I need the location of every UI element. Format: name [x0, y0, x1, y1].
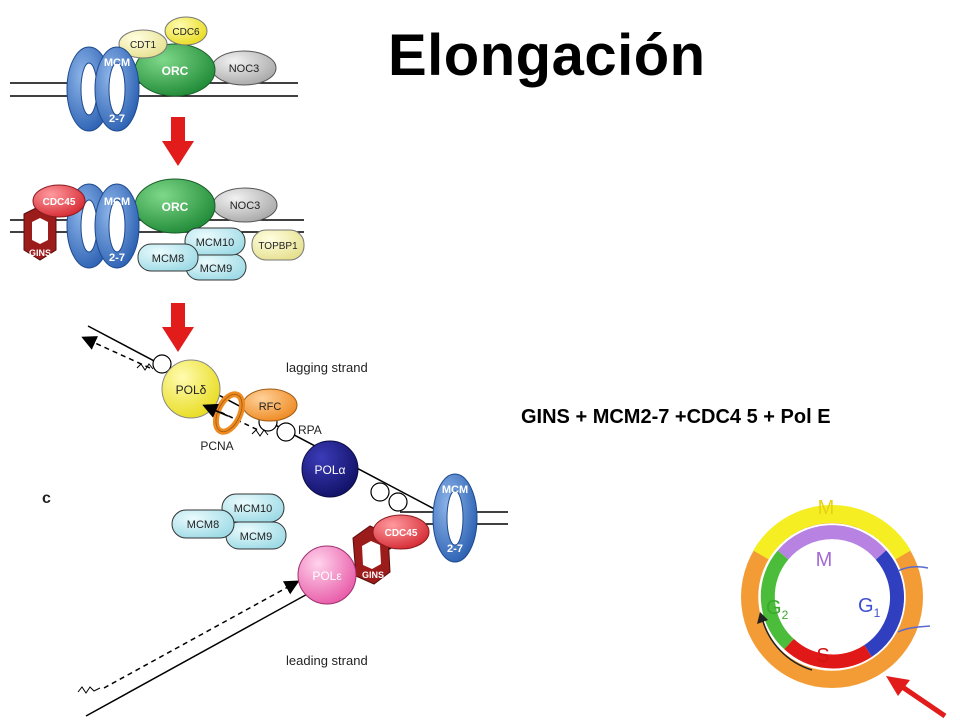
cdc45-label-b: CDC45: [43, 197, 76, 208]
gins-label-c: GINS: [362, 570, 384, 580]
cell-cycle-diagram: M M G2 G1 S: [741, 497, 947, 719]
rpa-circle: [370, 482, 390, 502]
red-pointer-arrow: [886, 676, 947, 719]
mcm8-protein-b: MCM8: [137, 243, 199, 272]
panel-b: NOC3 ORC TOPBP1 MCM9 MCM10 MCM8 MCM: [10, 178, 305, 281]
cdt1-label: CDT1: [130, 40, 157, 51]
red-arrow-1: [162, 117, 194, 166]
caption-text: GINS + MCM2-7 +CDC4 5 + Pol E: [521, 406, 831, 428]
orc-protein-b: ORC: [134, 178, 216, 234]
mcm9-protein-c: MCM9: [225, 521, 287, 550]
pol-epsilon: POLε: [297, 545, 357, 605]
cdt1-protein: CDT1: [118, 29, 168, 59]
pcna-ring: PCNA: [200, 391, 246, 453]
lagging-new-strand: [81, 336, 151, 369]
cdc45-label-c: CDC45: [385, 528, 418, 539]
orc-label: ORC: [162, 64, 189, 78]
mcm10-protein-b: MCM10: [184, 227, 246, 256]
orc-protein: ORC: [134, 43, 216, 97]
page-title: Elongación: [388, 23, 706, 88]
mcm10-label-c: MCM10: [234, 503, 273, 515]
noc3-protein: NOC3: [211, 50, 277, 86]
rpa-circle: [388, 492, 408, 512]
cycle-g1-label: G1: [858, 595, 881, 620]
mcm9-label-c: MCM9: [240, 531, 272, 543]
rpa-circle: [276, 422, 296, 442]
leading-strand-label: leading strand: [286, 653, 368, 668]
leading-primer-zigzag: [77, 686, 101, 694]
mcm-number-label-b: 2-7: [109, 252, 125, 264]
cycle-m-outer-label: M: [818, 497, 835, 519]
mcm8-protein-c: MCM8: [171, 509, 235, 539]
mcm10-label-b: MCM10: [196, 237, 235, 249]
gins-label-b: GINS: [29, 248, 51, 258]
rpa-label: RPA: [298, 423, 322, 437]
mcm-label-c: MCM: [442, 484, 468, 496]
cycle-m-inner-label: M: [816, 549, 833, 571]
cdc6-protein: CDC6: [164, 16, 208, 46]
rpa-circle: [152, 354, 172, 374]
panel-a: NOC3 ORC CDT1 CDC6 MCM 2-7: [10, 16, 298, 132]
panel-letter: c: [42, 490, 51, 507]
mcm-label-b: MCM: [104, 196, 130, 208]
lagging-strand-label: lagging strand: [286, 360, 368, 375]
topbp1-protein: TOPBP1: [251, 229, 305, 261]
mcm-number-label: 2-7: [109, 113, 125, 125]
noc3-label-b: NOC3: [230, 200, 261, 212]
red-arrow-2: [162, 303, 194, 352]
cdc6-label: CDC6: [172, 27, 200, 38]
mcm10-protein-c: MCM10: [221, 493, 285, 523]
mcm-number-label-c: 2-7: [447, 543, 463, 555]
pol-delta: POLδ: [161, 359, 221, 419]
topbp1-label: TOPBP1: [258, 241, 298, 252]
noc3-protein-b: NOC3: [212, 187, 278, 223]
pol-alpha-label: POLα: [315, 463, 346, 477]
mcm8-label-c: MCM8: [187, 519, 219, 531]
rfc-label: RFC: [259, 401, 282, 413]
cdc45-protein-b: CDC45: [32, 184, 86, 218]
orc-label-b: ORC: [162, 200, 189, 214]
mcm-label: MCM: [104, 57, 130, 69]
cycle-s-label: S: [816, 645, 829, 667]
pol-epsilon-label: POLε: [312, 569, 342, 583]
noc3-label: NOC3: [229, 63, 260, 75]
mcm9-label-b: MCM9: [200, 263, 232, 275]
mcm9-protein-b: MCM9: [185, 253, 247, 281]
cdc45-protein-c: CDC45: [372, 514, 430, 550]
mcm8-label-b: MCM8: [152, 253, 184, 265]
pol-alpha: POLα: [301, 440, 359, 498]
panel-c: c RPA POLδ RFC: [42, 325, 508, 717]
rfc-protein: RFC: [242, 388, 298, 422]
mcm-ring: MCM 2-7: [66, 46, 140, 132]
lagging-primer-zigzag: [136, 363, 154, 371]
pol-delta-label: POLδ: [176, 383, 207, 397]
cycle-g2-label: G2: [766, 597, 789, 622]
pcna-label: PCNA: [200, 439, 233, 453]
mcm-ring-c: MCM 2-7: [432, 473, 478, 563]
leading-new-strand: [103, 580, 300, 689]
